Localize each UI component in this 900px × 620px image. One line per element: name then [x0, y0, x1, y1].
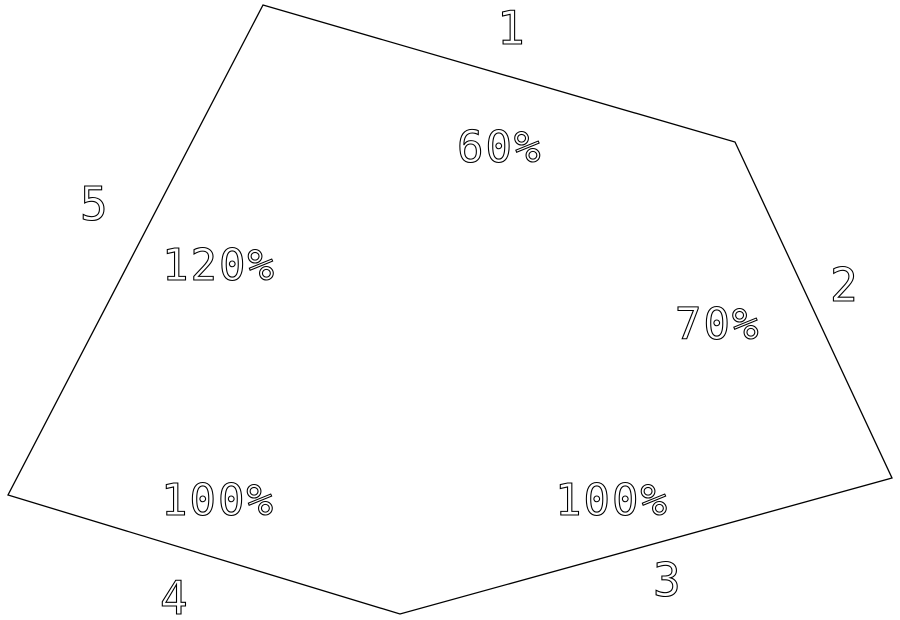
- edge-percent-1: 60%: [457, 122, 542, 173]
- edge-percent-2: 70%: [675, 299, 760, 350]
- pentagon-outline: [7, 4, 893, 615]
- edge-percent-3: 100%: [555, 475, 669, 526]
- edge-label-4: 4: [160, 571, 190, 620]
- edge-label-3: 3: [653, 553, 683, 607]
- edge-label-5: 5: [80, 177, 110, 231]
- edge-percent-4: 100%: [161, 475, 275, 526]
- edge-label-2: 2: [830, 258, 860, 312]
- edge-label-1: 1: [497, 1, 527, 55]
- edge-percent-5: 120%: [162, 240, 276, 291]
